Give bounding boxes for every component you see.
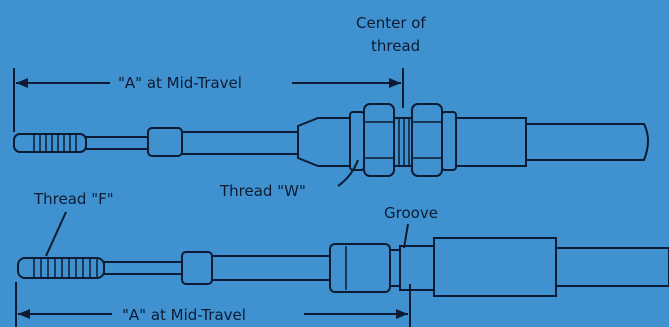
top-cable-assembly: "A" at Mid-Travel Center of thread Threa… — [13, 14, 649, 200]
top-collar — [147, 127, 183, 157]
top-dimension-arrow-left — [16, 78, 28, 88]
bottom-dimension-arrow-left — [18, 309, 30, 319]
top-dimension-arrow-right — [389, 78, 401, 88]
bottom-tip-threads — [33, 259, 98, 277]
top-nut-right — [411, 103, 443, 177]
top-ferrule — [297, 117, 351, 167]
bottom-thin-rod — [103, 261, 183, 275]
bottom-dimension-arrow-right — [396, 309, 408, 319]
groove-label: Groove — [384, 204, 438, 222]
center-of-thread-label-line1: Center of — [356, 14, 426, 32]
bottom-hub — [329, 243, 391, 293]
top-tip-threads — [33, 135, 77, 151]
bottom-cable-assembly: Thread "F" Groove "A" at Mid-Travel — [15, 190, 669, 327]
top-outer-conduit — [525, 123, 649, 161]
bottom-groove-fitting — [399, 245, 435, 291]
bottom-conduit-fitting — [433, 237, 557, 297]
top-nut-left — [363, 103, 395, 177]
thread-w-leader — [337, 159, 359, 187]
top-washer-right — [441, 111, 457, 171]
bottom-threaded-tip — [17, 257, 105, 279]
top-conduit-fitting — [455, 117, 527, 167]
center-of-thread-label-line2: thread — [371, 37, 420, 55]
top-threaded-tip — [13, 133, 87, 153]
top-dimension-label: "A" at Mid-Travel — [118, 74, 242, 92]
groove-leader — [403, 223, 409, 249]
thread-f-label: Thread "F" — [33, 190, 114, 208]
bottom-collar — [181, 251, 213, 285]
bottom-rod — [211, 255, 331, 281]
top-rod — [181, 131, 299, 155]
bottom-outer-conduit — [555, 247, 669, 287]
thread-w-label: Thread "W" — [219, 182, 306, 200]
top-thread-w-lines — [398, 119, 410, 165]
top-thin-rod — [85, 136, 149, 150]
thread-f-leader — [45, 211, 67, 257]
bottom-dimension-label: "A" at Mid-Travel — [122, 306, 246, 324]
